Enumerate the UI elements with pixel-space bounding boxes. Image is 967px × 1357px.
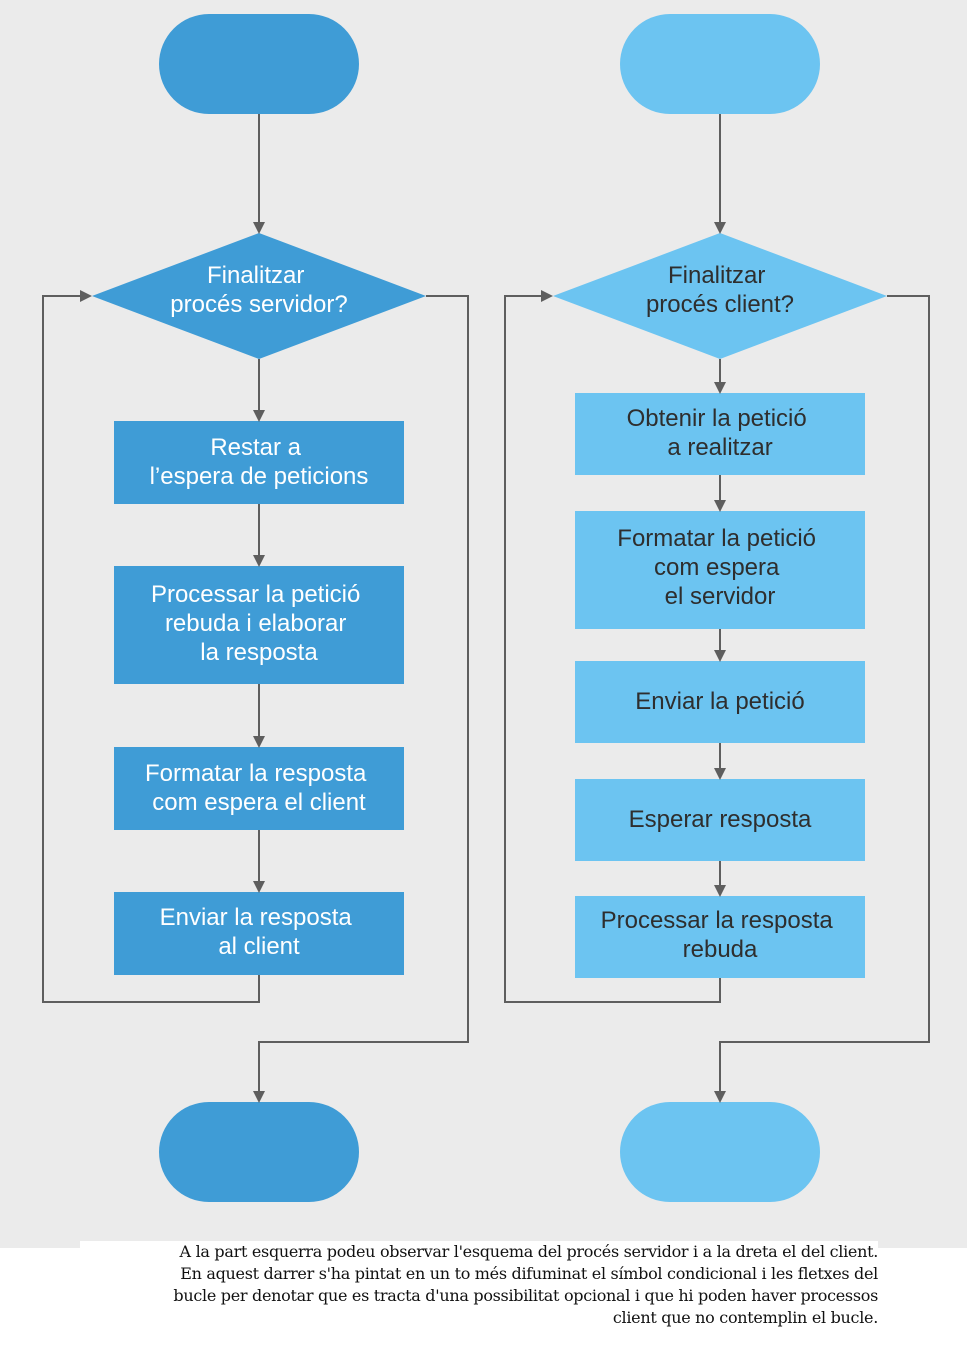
caption-line: bucle per denotar que es tracta d'una po… [173, 1286, 878, 1305]
client-step-box [575, 779, 865, 861]
client-step-label: Processar la resposta rebuda [601, 907, 840, 963]
client-decision-label: Finalitzar procés client? [646, 262, 794, 318]
server-step-label: Restar a l’espera de peticions [150, 434, 369, 490]
exit-arrow [253, 295, 469, 1103]
server-decision-diamond [92, 233, 426, 359]
client-step-label: Obtenir la petició a realitzar [627, 405, 814, 461]
server-start-terminal [159, 14, 359, 114]
client-step-box [575, 661, 865, 743]
server-step-label: Formatar la resposta com espera el clien… [145, 760, 373, 816]
server-step-box [114, 566, 404, 684]
client-step-label: Formatar la petició com espera el servid… [617, 525, 822, 610]
client-step-label: Esperar resposta [629, 806, 812, 833]
server-end-terminal [159, 1102, 359, 1202]
caption-line: client que no contemplin el bucle. [612, 1308, 878, 1327]
server-step-box [114, 747, 404, 830]
client-step-box [575, 393, 865, 475]
server-step-label: Enviar la resposta al client [160, 904, 359, 960]
client-step-label: Enviar la petició [635, 688, 804, 715]
server-step-label: Processar la petició rebuda i elaborar l… [151, 581, 367, 666]
server-step-box [114, 892, 404, 975]
loop-back-arrow [504, 290, 721, 1003]
caption-line: A la part esquerra podeu observar l'esqu… [179, 1242, 879, 1261]
flowchart: Finalitzar procés servidor? Restar a l’e… [42, 14, 930, 1202]
server-decision-label: Finalitzar procés servidor? [170, 262, 347, 318]
client-start-terminal [620, 14, 820, 114]
client-decision-diamond [553, 233, 887, 359]
client-step-box [575, 896, 865, 978]
client-flow: Finalitzar procés client? Obtenir la pet… [504, 14, 930, 1202]
exit-arrow [714, 295, 930, 1103]
caption-line: En aquest darrer s'ha pintat en un to mé… [180, 1264, 878, 1283]
loop-back-arrow [42, 290, 260, 1003]
client-end-terminal [620, 1102, 820, 1202]
server-step-box [114, 421, 404, 504]
figure-caption: A la part esquerra podeu observar l'esqu… [80, 1241, 878, 1329]
client-step-box [575, 511, 865, 629]
diagram-area: Finalitzar procés servidor? Restar a l’e… [0, 0, 967, 1248]
server-flow: Finalitzar procés servidor? Restar a l’e… [42, 14, 469, 1202]
